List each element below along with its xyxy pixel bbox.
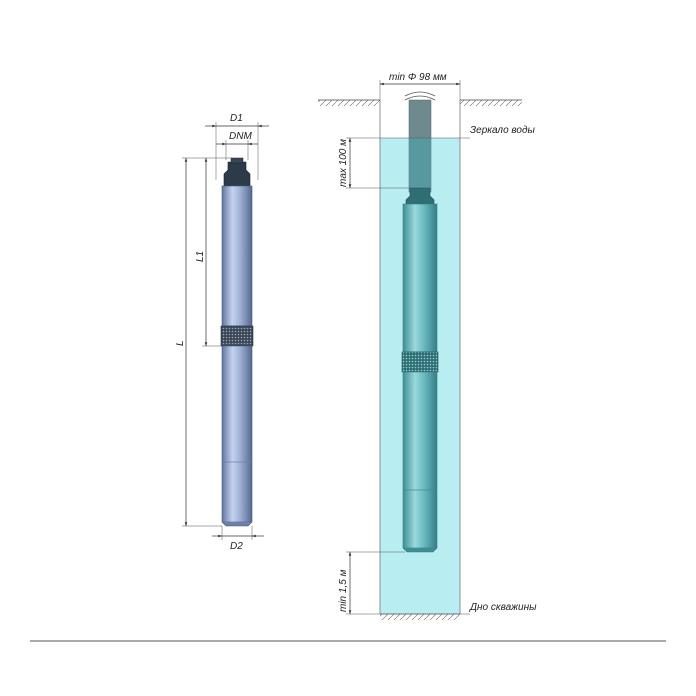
left-dimensions: D1 DNM L1 L D2 [175, 113, 269, 552]
well-pump-upper-body [402, 203, 438, 353]
label-l1: L1 [195, 251, 206, 262]
well-pump-top [405, 187, 435, 205]
pump-upper-body [221, 185, 253, 327]
pump-motor [221, 345, 253, 523]
label-dnm: DNM [229, 131, 252, 142]
pump-intake-mesh [220, 325, 254, 347]
label-bottom: Дно скважины [469, 602, 537, 613]
well [318, 91, 522, 620]
pump-top-connector [223, 161, 251, 187]
label-max-depth: max 100 м [338, 139, 349, 187]
well-pump-motor [402, 371, 438, 549]
label-l: L [175, 340, 186, 346]
label-water-level: Зеркало воды [470, 125, 536, 136]
left-pump [220, 157, 254, 527]
well-dimensions: min Φ 98 мм Зеркало воды max 100 м min 1… [338, 72, 537, 615]
label-d1: D1 [230, 113, 243, 124]
label-min-diameter: min Φ 98 мм [389, 72, 447, 83]
label-d2: D2 [230, 541, 243, 552]
label-min-bottom: min 1,5 м [338, 569, 349, 612]
well-pump-intake [401, 351, 439, 373]
